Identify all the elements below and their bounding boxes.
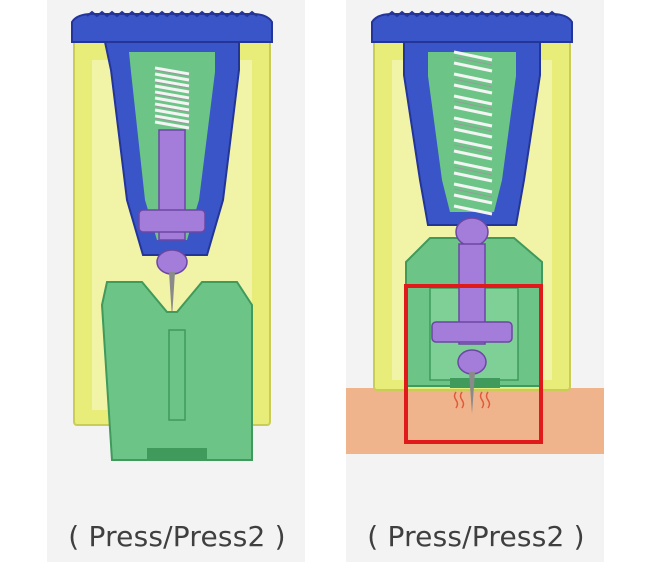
lancet-needle	[169, 272, 175, 318]
green-base	[100, 281, 253, 461]
lancet-needle	[469, 372, 475, 414]
caption-right: ( Press/Press2 )	[367, 520, 585, 553]
plunger-tip	[457, 349, 487, 375]
highlight-frame	[404, 284, 543, 444]
cap-grip-ridges	[386, 10, 558, 18]
spring-extended	[453, 50, 493, 216]
right-panel	[346, 0, 604, 562]
caption-left: ( Press/Press2 )	[68, 520, 286, 553]
plunger-tip	[156, 249, 188, 275]
pierce-marks	[453, 391, 491, 409]
plunger-crossbar	[431, 321, 513, 343]
device-illustration-left	[71, 10, 273, 461]
plunger-head	[455, 217, 489, 247]
base-bottom-shadow	[450, 378, 500, 388]
cap-rim	[71, 13, 273, 43]
spring-compressed	[154, 66, 190, 130]
base-bottom-shadow	[147, 448, 207, 460]
skin-layer	[346, 388, 604, 454]
left-panel	[47, 0, 305, 562]
plunger-crossbar	[138, 209, 206, 233]
cap-grip-ridges	[86, 10, 258, 18]
device-illustration-right	[346, 10, 604, 454]
base-inner-channel	[168, 329, 186, 421]
cap-rim	[371, 13, 573, 43]
